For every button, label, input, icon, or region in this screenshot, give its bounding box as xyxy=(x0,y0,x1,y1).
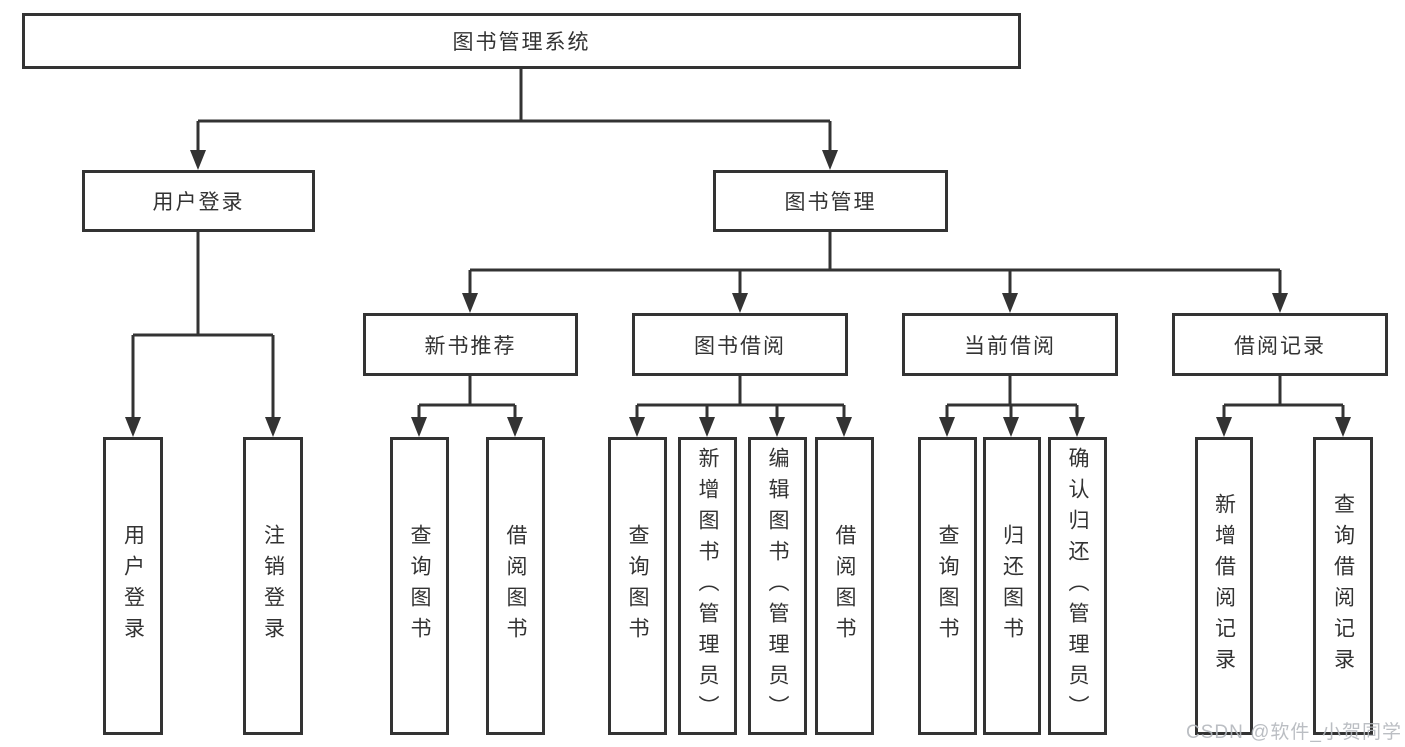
node-label: 用户登录 xyxy=(121,524,145,648)
node-borrowing-records: 借阅记录 xyxy=(1172,313,1388,376)
node-label: 查询图书 xyxy=(936,524,959,648)
node-book-borrowing: 图书借阅 xyxy=(632,313,848,376)
node-label: 确认归还（管理员） xyxy=(1066,446,1089,726)
leaf-query-borrow-record: 查询借阅记录 xyxy=(1313,437,1373,735)
csdn-watermark: CSDN @软件_小贺同学 xyxy=(1186,722,1402,743)
node-new-book-recommendation: 新书推荐 xyxy=(363,313,578,376)
leaf-borrow-books-borrowing: 借阅图书 xyxy=(815,437,874,735)
leaf-borrow-books-recommend: 借阅图书 xyxy=(486,437,545,735)
connector-paths xyxy=(131,68,1345,419)
leaf-logout: 注销登录 xyxy=(243,437,303,735)
node-label: 新增借阅记录 xyxy=(1212,493,1236,679)
node-label: 新书推荐 xyxy=(424,334,517,358)
node-label: 归还图书 xyxy=(1000,524,1024,648)
node-label: 编辑图书（管理员） xyxy=(766,446,789,726)
leaf-add-borrow-record: 新增借阅记录 xyxy=(1195,437,1253,735)
node-label: 用户登录 xyxy=(152,191,245,214)
node-label: 图书借阅 xyxy=(694,334,786,358)
node-label: 借阅记录 xyxy=(1234,334,1326,358)
node-current-borrowing: 当前借阅 xyxy=(902,313,1118,376)
leaf-query-books-borrowing: 查询图书 xyxy=(608,437,667,735)
node-library-management-system: 图书管理系统 xyxy=(22,13,1021,69)
node-label: 查询借阅记录 xyxy=(1331,493,1355,679)
leaf-user-login: 用户登录 xyxy=(103,437,163,735)
leaf-edit-book-admin: 编辑图书（管理员） xyxy=(748,437,807,735)
node-label: 注销登录 xyxy=(261,524,285,648)
node-label: 当前借阅 xyxy=(964,334,1056,358)
node-label: 借阅图书 xyxy=(833,524,856,648)
node-label: 图书管理系统 xyxy=(452,31,591,54)
arrowheads xyxy=(125,150,1351,437)
node-book-management: 图书管理 xyxy=(713,170,948,232)
node-user-login: 用户登录 xyxy=(82,170,315,232)
node-label: 查询图书 xyxy=(626,524,649,648)
leaf-return-books: 归还图书 xyxy=(983,437,1041,735)
leaf-query-books-recommend: 查询图书 xyxy=(390,437,449,735)
leaf-add-book-admin: 新增图书（管理员） xyxy=(678,437,737,735)
node-label: 新增图书（管理员） xyxy=(696,446,719,726)
node-label: 借阅图书 xyxy=(504,524,527,648)
node-label: 图书管理 xyxy=(784,191,877,214)
leaf-confirm-return-admin: 确认归还（管理员） xyxy=(1048,437,1107,735)
leaf-query-books-current: 查询图书 xyxy=(918,437,977,735)
node-label: 查询图书 xyxy=(408,524,431,648)
